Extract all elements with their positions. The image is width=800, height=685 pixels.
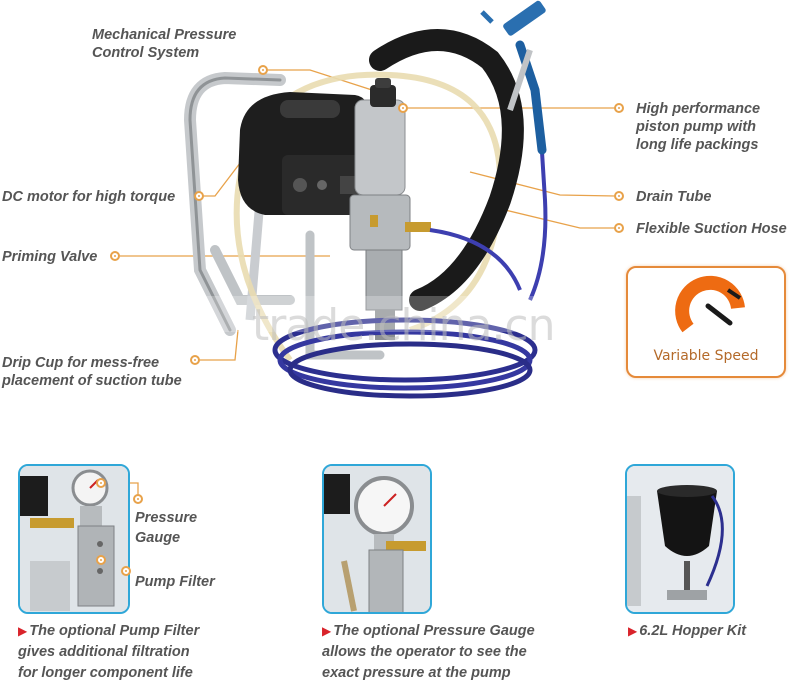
caption-pressure-gauge: ▶The optional Pressure Gauge allows the … <box>322 621 535 684</box>
watermark: trade.china.cn <box>252 300 556 351</box>
leader-drip <box>195 329 239 361</box>
caption-pump-filter: ▶The optional Pump Filter gives addition… <box>18 621 199 684</box>
caption-pressure-gauge-text: The optional Pressure Gauge allows the o… <box>322 623 535 681</box>
callout-dot-icon <box>614 191 624 201</box>
callout-dot-icon <box>614 223 624 233</box>
callout-dot-icon <box>96 478 106 488</box>
thumbnail-hopper-kit <box>625 464 735 614</box>
bullet-arrow-icon: ▶ <box>628 624 638 638</box>
leader-mechanical <box>260 69 373 91</box>
callout-dot-icon <box>194 191 204 201</box>
callout-dot-icon <box>121 566 131 576</box>
leader-suction <box>504 209 615 229</box>
callout-dot-icon <box>96 555 106 565</box>
callout-dot-icon <box>614 103 624 113</box>
caption-hopper-kit-text: 6.2L Hopper Kit <box>639 623 747 639</box>
pump-filter-photo <box>20 466 128 612</box>
callout-dot-icon <box>133 494 143 504</box>
callout-dot-icon <box>398 103 408 113</box>
callout-priming-valve: Priming Valve <box>2 249 98 265</box>
variable-speed-badge: Variable Speed <box>626 266 786 378</box>
callout-dot-icon <box>190 355 200 365</box>
variable-speed-label: Variable Speed <box>653 348 759 364</box>
label-pump-filter: Pump Filter <box>135 574 215 590</box>
pressure-gauge-photo <box>324 466 430 612</box>
callout-flexible-suction: Flexible Suction Hose <box>636 221 787 237</box>
callout-high-performance: High performance piston pump with long l… <box>636 101 761 153</box>
callout-drain-tube: Drain Tube <box>636 189 712 205</box>
callout-drip-cup: Drip Cup for mess-free placement of suct… <box>2 355 182 389</box>
label-pressure-gauge: Pressure Gauge <box>135 510 198 546</box>
caption-hopper-kit: ▶6.2L Hopper Kit <box>628 621 746 642</box>
callout-dot-icon <box>110 251 120 261</box>
callout-dc-motor: DC motor for high torque <box>2 189 176 205</box>
thumbnail-pump-filter <box>18 464 130 614</box>
caption-pump-filter-text: The optional Pump Filter gives additiona… <box>18 623 200 681</box>
speed-dial-icon <box>675 275 745 333</box>
bullet-arrow-icon: ▶ <box>322 624 332 638</box>
callout-mechanical-pressure: Mechanical Pressure Control System <box>92 27 237 61</box>
thumbnail-pressure-gauge <box>322 464 432 614</box>
bullet-arrow-icon: ▶ <box>18 624 28 638</box>
callout-dot-icon <box>258 65 268 75</box>
hopper-photo <box>627 466 733 612</box>
paint-sprayer-illustration <box>183 0 548 399</box>
